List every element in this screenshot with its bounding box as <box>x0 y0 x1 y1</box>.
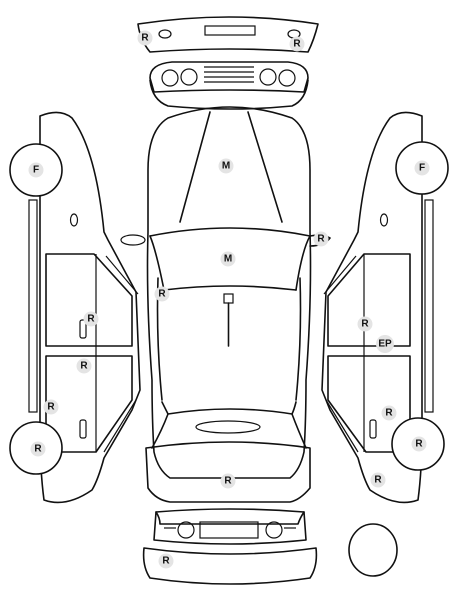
car-top-view <box>120 106 331 503</box>
damage-marker-windshield: M <box>220 251 236 267</box>
front-view <box>153 508 307 545</box>
damage-marker-right-rear-wheel: R <box>411 436 427 452</box>
damage-marker-label: M <box>222 161 230 172</box>
damage-marker-badge <box>154 286 170 302</box>
damage-marker-badge <box>357 316 373 332</box>
damage-marker-label: R <box>34 444 42 455</box>
damage-marker-left-front-door: R <box>83 311 99 327</box>
damage-marker-label: R <box>162 556 170 567</box>
damage-marker-label: R <box>141 33 149 44</box>
damage-marker-hood: M <box>218 158 234 174</box>
damage-marker-label: R <box>224 476 232 487</box>
damage-marker-badge <box>220 473 236 489</box>
damage-marker-rear-bumper-left: R <box>137 30 153 46</box>
damage-marker-right-front-door-ep: EP <box>376 335 394 353</box>
damage-marker-badge <box>83 311 99 327</box>
front-bumper <box>142 547 318 585</box>
damage-marker-badge <box>76 358 92 374</box>
damage-marker-badge <box>220 251 236 267</box>
damage-marker-label: R <box>385 408 393 419</box>
damage-marker-label: R <box>374 475 382 486</box>
damage-marker-badge <box>313 231 329 247</box>
damage-marker-label: R <box>87 314 95 325</box>
damage-marker-label: R <box>293 39 301 50</box>
damage-marker-right-mirror: R <box>313 231 329 247</box>
damage-marker-label: F <box>419 163 425 174</box>
damage-marker-right-quarter: R <box>370 472 386 488</box>
damage-marker-badge <box>43 399 59 415</box>
spare-wheel <box>348 523 398 577</box>
damage-marker-badge <box>411 436 427 452</box>
damage-marker-badge <box>28 162 44 178</box>
damage-marker-left-front-wheel: F <box>28 162 44 178</box>
damage-marker-left-a-pillar: R <box>154 286 170 302</box>
rear-bumper <box>137 16 319 53</box>
damage-markers: R R F F M M R R R R EP R R R R R R R R <box>28 30 430 569</box>
damage-marker-left-rear-door: R <box>76 358 92 374</box>
damage-marker-badge <box>30 441 46 457</box>
damage-marker-badge <box>137 30 153 46</box>
damage-marker-front-bumper: R <box>158 553 174 569</box>
damage-marker-badge <box>376 335 394 353</box>
damage-marker-label: R <box>80 361 88 372</box>
damage-marker-label: EP <box>378 339 392 350</box>
damage-marker-badge <box>370 472 386 488</box>
damage-marker-badge <box>289 36 305 52</box>
damage-marker-rear-bumper-right: R <box>289 36 305 52</box>
damage-marker-label: F <box>33 165 39 176</box>
damage-marker-label: M <box>224 254 232 265</box>
damage-marker-trunk: R <box>220 473 236 489</box>
damage-marker-label: R <box>158 289 166 300</box>
damage-marker-left-rear-wheel: R <box>30 441 46 457</box>
right-side-view <box>321 111 449 504</box>
damage-marker-label: R <box>317 234 325 245</box>
damage-marker-badge <box>218 158 234 174</box>
damage-marker-badge <box>414 160 430 176</box>
damage-marker-right-front-door: R <box>357 316 373 332</box>
damage-marker-left-rocker: R <box>43 399 59 415</box>
damage-marker-label: R <box>47 402 55 413</box>
damage-marker-badge <box>381 405 397 421</box>
damage-marker-label: R <box>361 319 369 330</box>
rear-view <box>149 61 309 110</box>
damage-marker-badge <box>158 553 174 569</box>
damage-marker-right-front-wheel: F <box>414 160 430 176</box>
damage-marker-label: R <box>415 439 423 450</box>
damage-marker-right-rear-door: R <box>381 405 397 421</box>
